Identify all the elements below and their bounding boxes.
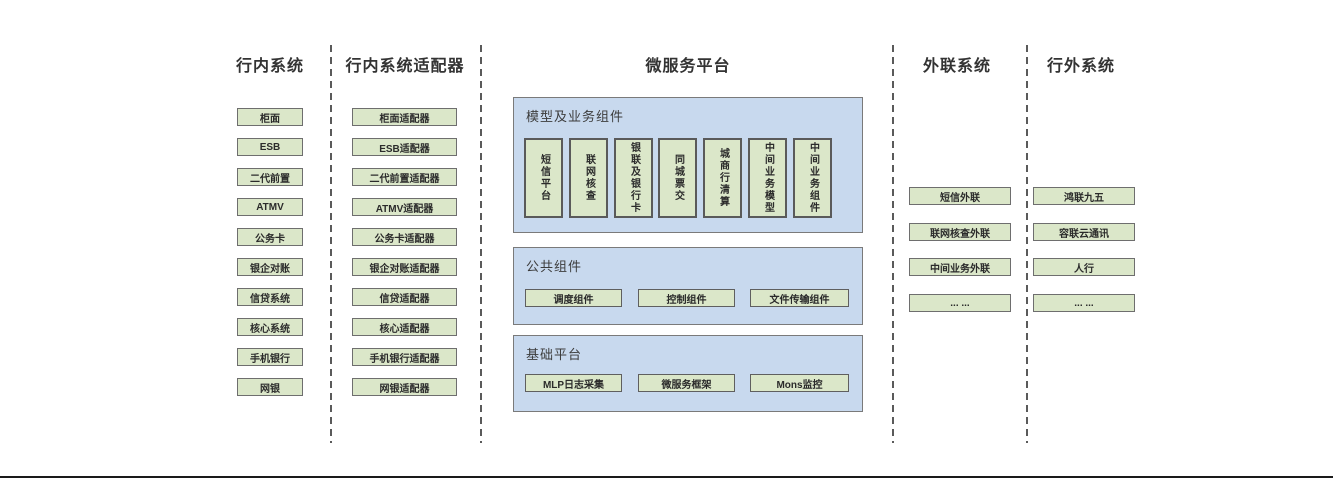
system-box: 二代前置: [237, 168, 303, 186]
system-box: 核心系统: [237, 318, 303, 336]
adapter-box: 二代前置适配器: [352, 168, 457, 186]
panel-base-platform: 基础平台 MLP日志采集 微服务框架 Mons监控: [513, 335, 863, 412]
adapter-box: 核心适配器: [352, 318, 457, 336]
system-box: 公务卡: [237, 228, 303, 246]
component-label: 中间业务模型: [762, 142, 774, 214]
panel-title: 公共组件: [526, 259, 583, 274]
system-box: 银企对账: [237, 258, 303, 276]
outbound-box: ... ...: [909, 294, 1011, 312]
adapter-box: 公务卡适配器: [352, 228, 457, 246]
component-box: 同城票交: [658, 138, 697, 218]
external-box: 容联云通讯: [1033, 223, 1135, 241]
component-label: 同城票交: [672, 154, 684, 202]
system-box: ESB: [237, 138, 303, 156]
column-divider: [892, 45, 894, 443]
column-title-internal-adapters: 行内系统适配器: [345, 58, 465, 75]
component-box: 城商行清算: [703, 138, 742, 218]
component-box: 控制组件: [638, 289, 735, 307]
panel-title: 基础平台: [526, 347, 583, 362]
component-box: 银联及银行卡: [614, 138, 653, 218]
component-box: 联网核查: [569, 138, 608, 218]
component-box: 微服务框架: [638, 374, 735, 392]
bottom-border-line: [0, 476, 1333, 478]
component-label: 银联及银行卡: [628, 142, 640, 214]
adapter-box: 银企对账适配器: [352, 258, 457, 276]
component-box: 中间业务模型: [748, 138, 787, 218]
component-label: 中间业务组件: [807, 142, 819, 214]
outbound-box: 短信外联: [909, 187, 1011, 205]
component-label: 城商行清算: [717, 148, 729, 208]
system-box: ATMV: [237, 198, 303, 216]
component-label: 短信平台: [538, 154, 550, 202]
adapter-box: ESB适配器: [352, 138, 457, 156]
adapter-box: ATMV适配器: [352, 198, 457, 216]
system-box: 手机银行: [237, 348, 303, 366]
column-divider: [330, 45, 332, 443]
column-title-external-systems: 行外系统: [1046, 58, 1115, 75]
component-box: 调度组件: [525, 289, 622, 307]
outbound-box: 中间业务外联: [909, 258, 1011, 276]
column-divider: [480, 45, 482, 443]
external-box: 鸿联九五: [1033, 187, 1135, 205]
panel-model-business-components: 模型及业务组件 短信平台 联网核查 银联及银行卡 同城票交 城商行清算 中间业务…: [513, 97, 863, 233]
column-title-internal-systems: 行内系统: [235, 58, 304, 75]
adapter-box: 信贷适配器: [352, 288, 457, 306]
component-box: MLP日志采集: [525, 374, 622, 392]
component-box: 中间业务组件: [793, 138, 832, 218]
external-box: ... ...: [1033, 294, 1135, 312]
component-box: 短信平台: [524, 138, 563, 218]
component-box: 文件传输组件: [750, 289, 849, 307]
column-title-microservice-platform: 微服务平台: [645, 58, 731, 75]
outbound-box: 联网核查外联: [909, 223, 1011, 241]
panel-title: 模型及业务组件: [526, 109, 625, 124]
panel-common-components: 公共组件 调度组件 控制组件 文件传输组件: [513, 247, 863, 325]
adapter-box: 网银适配器: [352, 378, 457, 396]
external-box: 人行: [1033, 258, 1135, 276]
adapter-box: 手机银行适配器: [352, 348, 457, 366]
component-label: 联网核查: [583, 154, 595, 202]
system-box: 柜面: [237, 108, 303, 126]
column-title-outbound-link-systems: 外联系统: [922, 58, 991, 75]
adapter-box: 柜面适配器: [352, 108, 457, 126]
system-box: 信贷系统: [237, 288, 303, 306]
component-box: Mons监控: [750, 374, 849, 392]
column-divider: [1026, 45, 1028, 443]
system-box: 网银: [237, 378, 303, 396]
